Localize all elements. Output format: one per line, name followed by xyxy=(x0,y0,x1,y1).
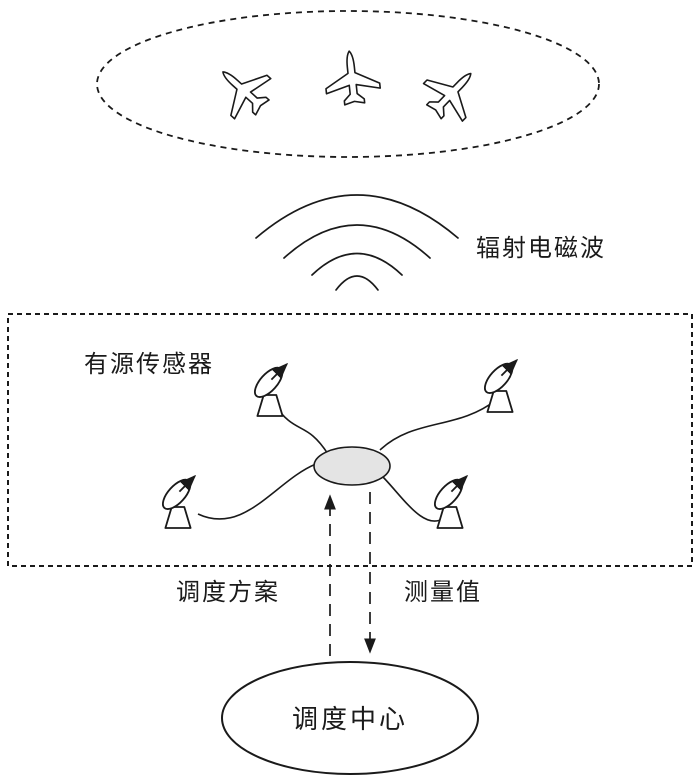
airplane-icon xyxy=(204,51,282,129)
airplane-icon xyxy=(413,54,491,132)
sensor-link-curves xyxy=(197,399,497,522)
dispatch-center-label: 调度中心 xyxy=(292,704,408,734)
measurement-label: 测量值 xyxy=(404,579,482,606)
dispatch-center-node xyxy=(221,661,479,775)
radar-dish-icon xyxy=(480,359,517,412)
radar-dish-icon xyxy=(430,475,467,528)
fusion-node-ellipse xyxy=(313,446,391,486)
radio-waves-icon xyxy=(255,194,459,291)
active-sensors-label: 有源传感器 xyxy=(84,351,214,378)
schedule-plan-label: 调度方案 xyxy=(176,579,280,606)
airplane-icon xyxy=(321,47,383,108)
radar-dish-icon xyxy=(158,475,195,528)
radar-dish-icon xyxy=(250,363,287,416)
radiated-wave-label: 辐射电磁波 xyxy=(476,235,606,262)
airspace-region-ellipse xyxy=(96,10,600,158)
sensor-field-box xyxy=(7,313,693,567)
